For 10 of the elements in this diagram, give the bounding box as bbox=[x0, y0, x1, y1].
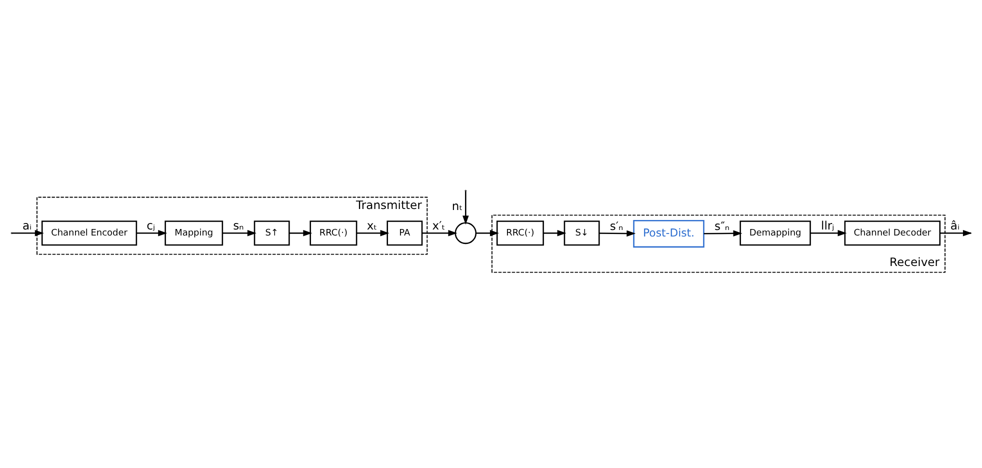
edge-label: nₜ bbox=[452, 198, 463, 213]
edge-label: s″ₙ bbox=[714, 219, 730, 234]
edge-label: cⱼ bbox=[146, 218, 156, 233]
edge-label: x′ₜ bbox=[432, 218, 446, 233]
edge-label: llrⱼ bbox=[821, 218, 834, 233]
edge-label: âᵢ bbox=[950, 218, 960, 233]
edge-label: s′ₙ bbox=[610, 219, 624, 234]
edge-label: aᵢ bbox=[22, 218, 32, 233]
edge-label: sₙ bbox=[233, 218, 244, 233]
edge-label: xₜ bbox=[366, 218, 378, 233]
